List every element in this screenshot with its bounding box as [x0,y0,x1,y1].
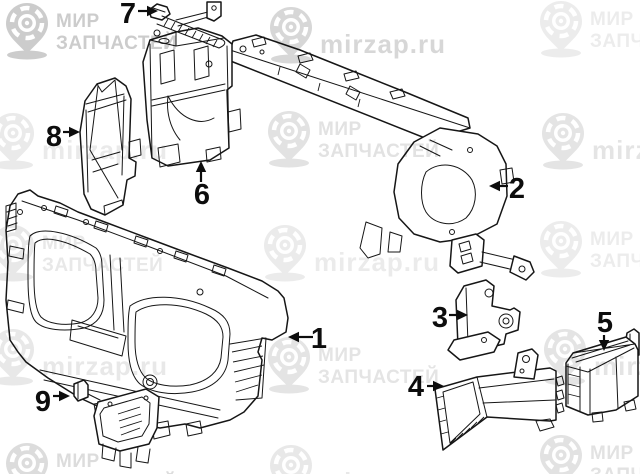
callout-1-number: 1 [311,323,327,355]
callout-5[interactable]: 5 [597,307,613,351]
callout-1-arrow [288,331,299,343]
callout-4[interactable]: 4 [408,371,444,403]
callout-7[interactable]: 7 [120,0,158,30]
callout-8[interactable]: 8 [46,121,80,153]
callout-4-number: 4 [408,371,424,403]
callout-9-arrow [59,390,70,402]
part-3-bracket-drawing [447,233,535,361]
callout-7-arrow [147,5,158,17]
callout-3[interactable]: 3 [432,302,468,334]
part-6-mount-bracket-drawing [142,27,242,168]
callout-2-number: 2 [509,173,525,205]
callout-6[interactable]: 6 [194,161,210,211]
callout-8-arrow [69,126,80,138]
part-4-air-duct-drawing [434,348,565,451]
callout-7-number: 7 [120,0,136,30]
part-8-side-baffle-drawing [79,77,142,216]
part-9-lower-bracket-drawing [73,379,160,469]
callout-1[interactable]: 1 [288,323,327,355]
callout-8-number: 8 [46,121,62,153]
callout-9[interactable]: 9 [35,386,70,418]
callout-5-number: 5 [597,307,613,339]
callout-5-arrow [598,340,610,351]
callout-4-arrow [433,380,444,392]
callout-9-number: 9 [35,386,51,418]
callout-3-arrow [457,309,468,321]
part-2-tie-bar-drawing [227,34,515,259]
callout-6-number: 6 [194,179,210,211]
part-7-strip-bracket-drawing [148,1,226,49]
callout-2[interactable]: 2 [489,173,525,205]
callout-3-number: 3 [432,302,448,334]
callout-6-arrow [195,161,207,172]
callout-2-arrow [489,180,500,192]
